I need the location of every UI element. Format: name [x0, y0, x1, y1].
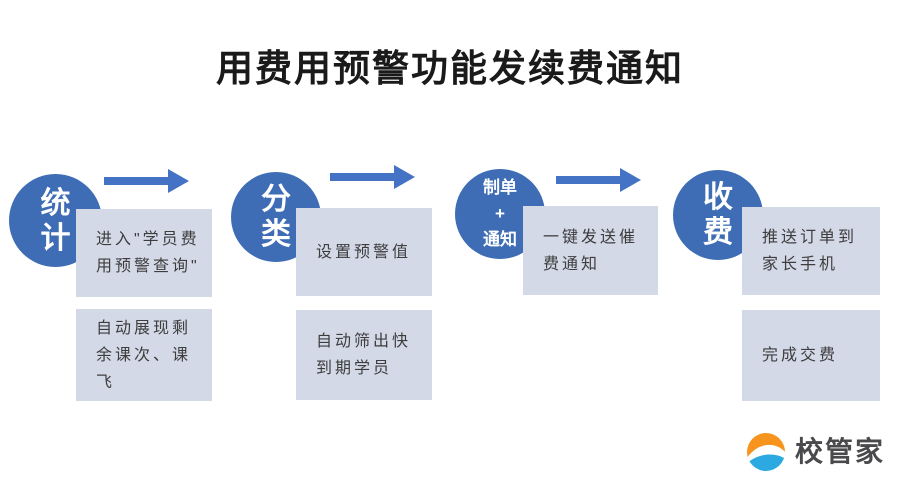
- flow-arrow-icon: [556, 168, 641, 192]
- step-box-complete-payment: 完成交费: [742, 310, 880, 401]
- arrow-head: [168, 169, 189, 193]
- circle-label-line: 费: [703, 216, 733, 249]
- flow-arrow-icon: [104, 169, 189, 193]
- box-text-line: 余课次、课: [96, 346, 192, 364]
- xiaoguanjia-logo-icon: [747, 433, 785, 471]
- circle-label-line: 收: [703, 181, 733, 214]
- logo-text: 校管家: [795, 436, 886, 467]
- box-text-line: 费通知: [543, 255, 601, 273]
- step-box-set-warning-value: 设置预警值: [296, 208, 432, 296]
- circle-label-line: +: [495, 204, 505, 223]
- arrow-shaft: [556, 176, 620, 184]
- box-text-line: 一键发送催: [543, 228, 639, 246]
- circle-label-line: 计: [40, 221, 71, 255]
- box-text-line: 自动筛出快: [316, 333, 412, 350]
- step-box-auto-filter-expiring-students: 自动筛出快 到期学员: [296, 310, 432, 400]
- box-text-line: 完成交费: [762, 347, 839, 364]
- box-text-line: 推送订单到: [762, 229, 858, 246]
- box-text-line: 自动展现剩: [96, 319, 192, 337]
- circle-label-line: 分: [261, 183, 291, 216]
- box-text-line: 家长手机: [762, 256, 839, 273]
- arrow-head: [394, 165, 415, 189]
- circle-label-line: 类: [261, 218, 291, 251]
- step-box-enter-fee-warning-query: 进入"学员费 用预警查询": [76, 209, 212, 297]
- circle-label-line: 制单: [483, 178, 517, 197]
- box-text-line: 进入"学员费: [96, 231, 200, 248]
- page-title: 用费用预警功能发续费通知: [216, 48, 684, 89]
- arrow-shaft: [330, 173, 394, 181]
- box-text-line: 飞: [96, 373, 116, 391]
- box-text-line: 到期学员: [316, 360, 393, 377]
- arrow-head: [620, 168, 641, 192]
- step-box-one-click-send-payment-reminder: 一键发送催 费通知: [523, 206, 658, 295]
- flow-arrow-icon: [330, 165, 415, 189]
- xiaoguanjia-logo: 校管家: [744, 429, 885, 475]
- box-text-line: 设置预警值: [316, 243, 412, 261]
- arrow-shaft: [104, 177, 168, 185]
- circle-label-line: 统: [40, 186, 71, 220]
- box-text-line: 用预警查询": [96, 258, 200, 275]
- step-box-push-order-to-parent-phone: 推送订单到 家长手机: [742, 207, 880, 295]
- circle-label-line: 通知: [483, 230, 517, 249]
- step-box-auto-show-remaining-lessons: 自动展现剩 余课次、课 飞: [76, 309, 212, 401]
